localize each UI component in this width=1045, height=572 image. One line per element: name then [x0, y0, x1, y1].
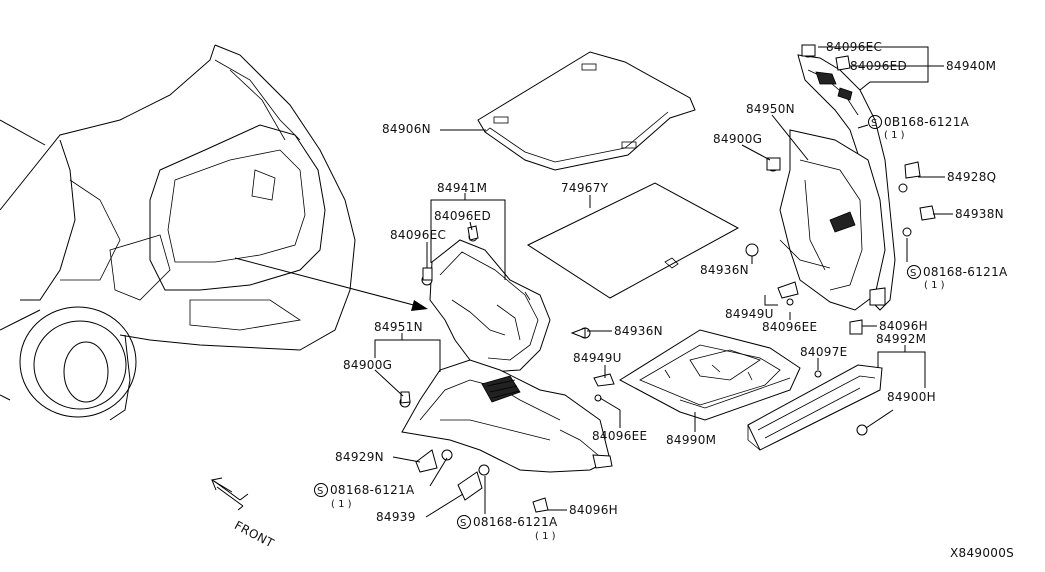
- label-84936N-left: 84936N: [614, 324, 663, 338]
- label-84939: 84939: [376, 510, 416, 524]
- label-84951N: 84951N: [374, 320, 423, 334]
- svg-text:S: S: [871, 118, 877, 129]
- label-84900G-left: 84900G: [343, 358, 392, 372]
- front-direction-arrow: [210, 477, 249, 511]
- vehicle-rear-illustration: [0, 44, 356, 421]
- label-84940M: 84940M: [946, 59, 996, 73]
- front-direction-label: FRONT: [232, 518, 276, 550]
- label-84096ED-left: 84096ED: [434, 209, 491, 223]
- label-08168-6121A-a: 08168-6121A: [330, 483, 415, 497]
- label-84949U-right: 84949U: [725, 307, 774, 321]
- luggage-board-upper: [477, 51, 696, 171]
- label-84096ED-right: 84096ED: [850, 59, 907, 73]
- label-84096EE-right: 84096EE: [762, 320, 817, 334]
- svg-text:S: S: [460, 518, 466, 529]
- label-84900G-right: 84900G: [713, 132, 762, 146]
- label-84096EE-left: 84096EE: [592, 429, 647, 443]
- diagram-code: X849000S: [950, 546, 1014, 560]
- screw-symbols: S S S S: [314, 115, 921, 529]
- label-84990M: 84990M: [666, 433, 716, 447]
- right-side-trim-assembly: [779, 54, 896, 311]
- qty-08168-6121A-d: ( 1 ): [924, 280, 945, 291]
- part-labels: 84906N 74967Y 84941M 84096ED 84096EC 849…: [330, 40, 1014, 560]
- label-84929N: 84929N: [335, 450, 384, 464]
- left-clips: [399, 225, 615, 513]
- qty-08168-6121A-b: ( 1 ): [535, 531, 556, 542]
- label-84936N-right: 84936N: [700, 263, 749, 277]
- label-84938N: 84938N: [955, 207, 1004, 221]
- label-84096EC-right: 84096EC: [826, 40, 882, 54]
- label-84941M: 84941M: [437, 181, 487, 195]
- right-clips: [745, 44, 936, 335]
- leader-lines: [374, 46, 953, 518]
- label-84900H: 84900H: [887, 390, 936, 404]
- label-84096EC-left: 84096EC: [390, 228, 446, 242]
- label-84949U-left: 84949U: [573, 351, 622, 365]
- label-84906N: 84906N: [382, 122, 431, 136]
- label-84097E: 84097E: [800, 345, 848, 359]
- luggage-floor-mat: [526, 182, 740, 299]
- rear-sill-plate: [747, 364, 883, 451]
- svg-text:S: S: [317, 486, 323, 497]
- label-84096H-right: 84096H: [879, 319, 928, 333]
- luggage-tray: [619, 329, 801, 421]
- label-08168-6121A-d: 08168-6121A: [923, 265, 1008, 279]
- label-84950N: 84950N: [746, 102, 795, 116]
- qty-08168-6121A-a: ( 1 ): [331, 499, 352, 510]
- label-84928Q: 84928Q: [947, 170, 996, 184]
- label-84096H-left: 84096H: [569, 503, 618, 517]
- label-0B168-6121A-c: 0B168-6121A: [884, 115, 970, 129]
- label-74967Y: 74967Y: [561, 181, 609, 195]
- label-08168-6121A-b: 08168-6121A: [473, 515, 558, 529]
- label-84992M: 84992M: [876, 332, 926, 346]
- svg-text:S: S: [910, 268, 916, 279]
- left-side-trim-assembly: [401, 239, 613, 473]
- qty-0B168-6121A-c: ( 1 ): [884, 130, 905, 141]
- assembly-pointer-arrow: [234, 257, 428, 311]
